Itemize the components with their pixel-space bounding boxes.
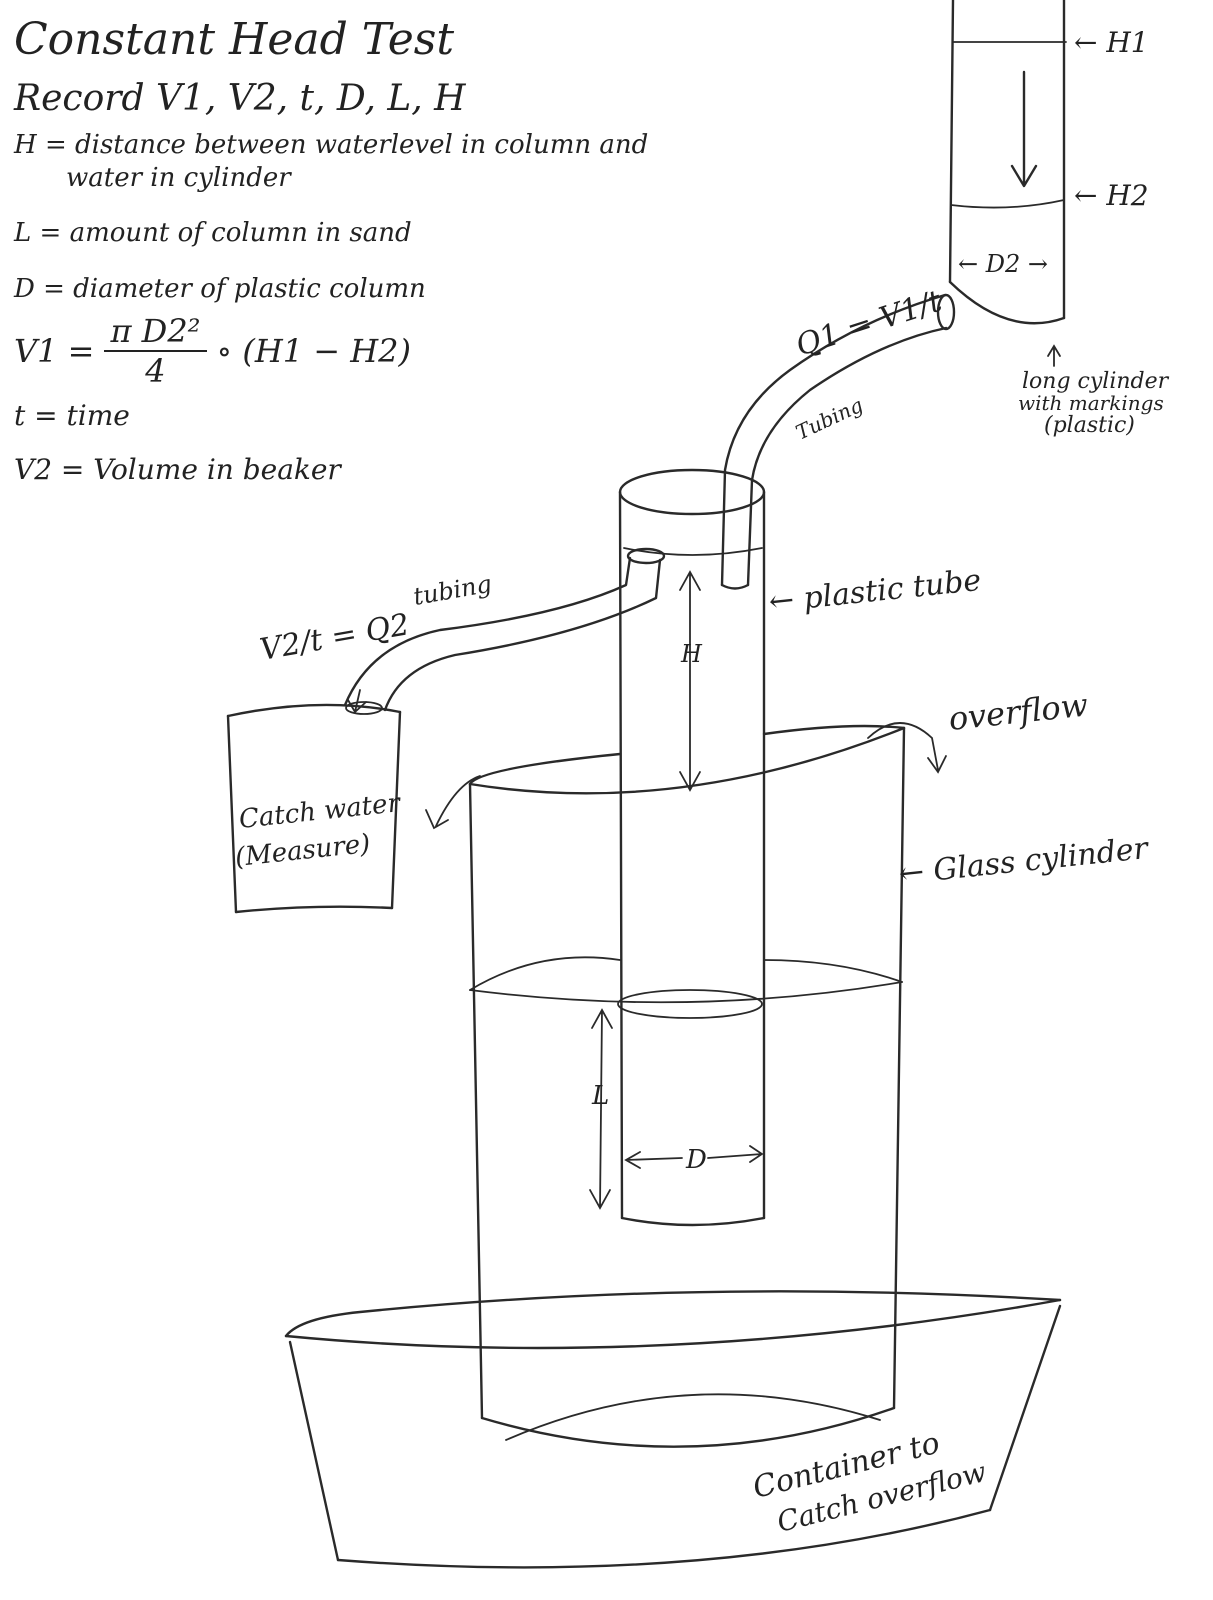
v1-formula-rhs: ∘ (H1 − H2) xyxy=(216,332,412,370)
plastic-tube-label: ← plastic tube xyxy=(767,563,983,620)
tubing-upper-label: Tubing xyxy=(792,393,867,445)
q1-formula: Q1 = V1/t xyxy=(792,283,947,363)
v1-formula: V1 = π D2² 4 ∘ (H1 − H2) xyxy=(14,306,654,396)
plastic-tube xyxy=(617,468,766,1227)
glass-cylinder-label: ← Glass cylinder xyxy=(897,831,1151,892)
h-dimension-label: H xyxy=(680,640,703,668)
long-cylinder xyxy=(948,0,1067,325)
overflow-label: overflow xyxy=(947,686,1090,738)
h-dimension-arrow xyxy=(679,570,701,792)
v1-formula-lhs: V1 = xyxy=(14,332,95,370)
l-dimension-label: L xyxy=(591,1081,609,1111)
diagram-title: Constant Head Test xyxy=(14,14,455,65)
long-cylinder-label-3: (plastic) xyxy=(1044,413,1135,438)
v1-denominator: 4 xyxy=(145,352,166,390)
beaker-label-1: Catch water xyxy=(238,788,403,835)
h1-label: ← H1 xyxy=(1074,26,1149,59)
v1-numerator: π D2² xyxy=(104,312,207,352)
h-definition-cont: water in cylinder xyxy=(66,163,291,193)
long-cylinder-label-2: with markings xyxy=(1018,391,1164,415)
beaker-label-2: (Measure) xyxy=(234,829,372,873)
l-dimension-arrow xyxy=(589,1008,613,1210)
d-definition: D = diameter of plastic column xyxy=(14,274,426,304)
d-dimension-arrow xyxy=(624,1145,764,1169)
long-cylinder-label-1: long cylinder xyxy=(1022,369,1170,394)
beaker xyxy=(226,703,402,914)
q2-formula: V2/t = Q2 xyxy=(257,607,412,668)
t-definition: t = time xyxy=(14,399,130,432)
side-tubing xyxy=(343,547,666,715)
v1-fraction: π D2² 4 xyxy=(104,312,207,390)
tubing-left-label: tubing xyxy=(411,570,494,611)
h-definition: H = distance between waterlevel in colum… xyxy=(14,130,649,160)
glass-cylinder xyxy=(468,724,906,1448)
notes-block: Constant Head Test Record V1, V2, t, D, … xyxy=(14,10,654,490)
overflow-arrow-right xyxy=(867,722,947,774)
v2-definition: V2 = Volume in beaker xyxy=(14,453,341,486)
upper-tubing xyxy=(720,293,956,590)
record-line: Record V1, V2, t, D, L, H xyxy=(14,78,466,119)
d-dimension-label: D xyxy=(685,1145,707,1175)
overflow-arrow-left xyxy=(425,775,481,830)
long-cylinder-pointer xyxy=(1047,344,1061,367)
l-definition: L = amount of column in sand xyxy=(14,218,412,248)
h2-label: ← H2 xyxy=(1074,179,1149,212)
d2-label: ← D2 → xyxy=(958,250,1048,278)
overflow-container xyxy=(284,1290,1062,1569)
